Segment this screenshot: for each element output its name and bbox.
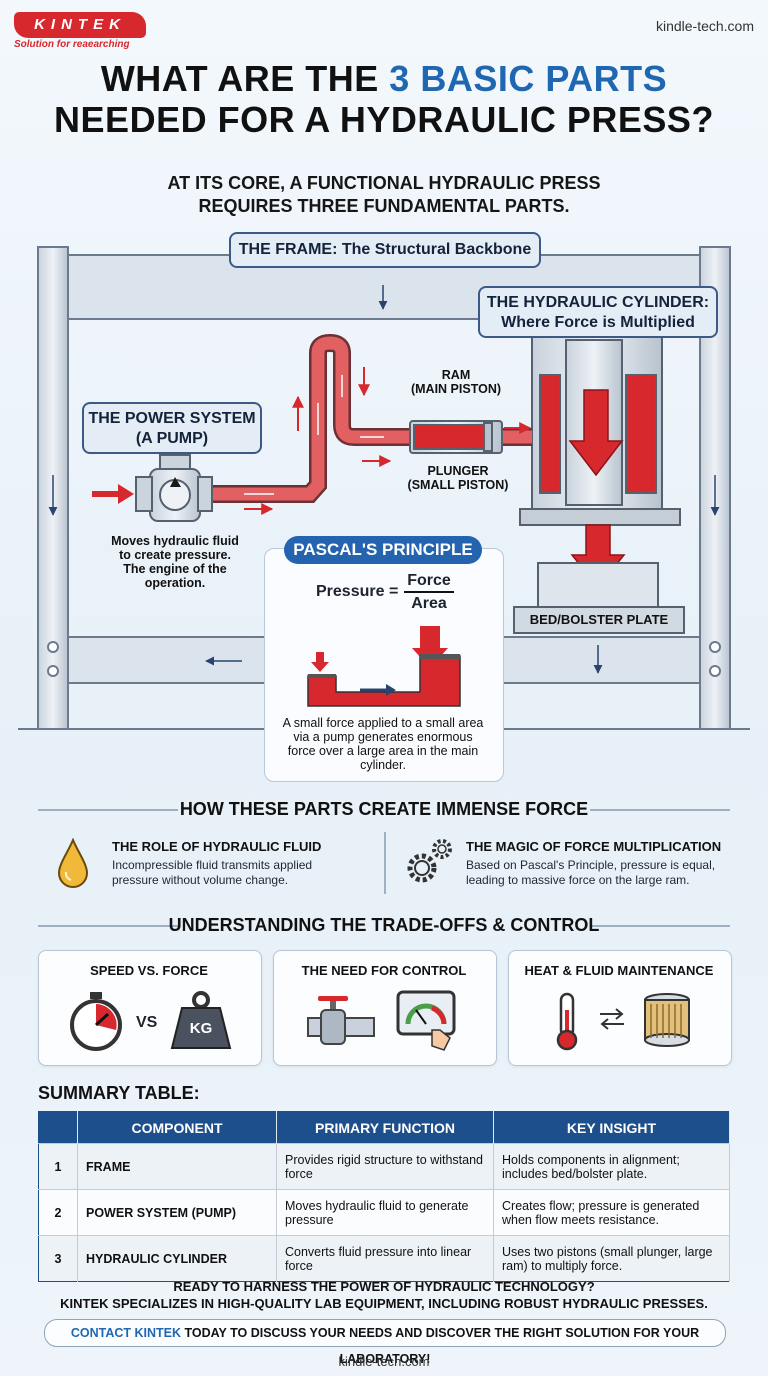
ram-label: RAM(MAIN PISTON) — [410, 368, 502, 396]
hydraulic-cylinder — [519, 336, 681, 526]
footer-cta-statement: KINTEK SPECIALIZES IN HIGH-QUALITY LAB E… — [60, 1296, 708, 1311]
valve-icon — [307, 996, 375, 1045]
formula-left: Pressure = — [316, 583, 399, 600]
force-multiplication-description: Based on Pascal's Principle, pressure is… — [466, 858, 716, 887]
website-link-top[interactable]: kindle-tech.com — [655, 18, 754, 34]
title-highlight: 3 BASIC PARTS — [389, 58, 668, 99]
exchange-arrows-icon — [600, 1008, 624, 1030]
vs-label: VS — [136, 1014, 158, 1031]
control-card — [273, 950, 497, 1066]
contact-button[interactable]: CONTACT KINTEK TODAY TO DISCUSS YOUR NEE… — [44, 1319, 726, 1366]
contact-highlight: CONTACT KINTEK — [70, 1326, 182, 1340]
pascal-title: PASCAL'S PRINCIPLE — [284, 536, 482, 564]
droplet-icon — [57, 838, 89, 888]
kintek-logo: KINTEK — [14, 12, 146, 38]
bed-plate-label: BED/BOLSTER PLATE — [529, 612, 669, 627]
weight-icon — [170, 991, 232, 1049]
fluid-filter-icon — [644, 993, 690, 1047]
plunger-label: PLUNGER(SMALL PISTON) — [407, 464, 509, 492]
column-header-function: PRIMARY FUNCTION — [276, 1111, 494, 1144]
table-row: 2 POWER SYSTEM (PUMP) Moves hydraulic fl… — [38, 1189, 730, 1236]
pump-icon — [92, 454, 213, 522]
table-row: 1 FRAME Provides rigid structure to with… — [38, 1143, 730, 1190]
force-multiplication-title: THE MAGIC OF FORCE MULTIPLICATION — [466, 839, 722, 854]
pressure-gauge-icon — [396, 990, 456, 1051]
pascal-principle-panel — [264, 548, 504, 782]
table-header-row: COMPONENT PRIMARY FUNCTION KEY INSIGHT — [38, 1111, 730, 1144]
bed-plate — [513, 562, 685, 634]
column-header-component: COMPONENT — [77, 1111, 277, 1144]
column-header-insight: KEY INSIGHT — [493, 1111, 730, 1144]
formula-numerator: Force — [404, 572, 454, 593]
logo-tagline: Solution for reaearching — [14, 39, 130, 50]
cylinder-label: THE HYDRAULIC CYLINDER:Where Force is Mu… — [478, 286, 718, 338]
subtitle: AT ITS CORE, A FUNCTIONAL HYDRAULIC PRES… — [167, 173, 601, 216]
fluid-role-title: THE ROLE OF HYDRAULIC FLUID — [112, 839, 322, 854]
frame-label: THE FRAME: The Structural Backbone — [229, 232, 541, 268]
summary-table: COMPONENT PRIMARY FUNCTION KEY INSIGHT 1… — [38, 1111, 730, 1282]
footer-cta-question: READY TO HARNESS THE POWER OF HYDRAULIC … — [173, 1279, 595, 1294]
heat-maintenance-card — [508, 950, 732, 1066]
tradeoffs-title: UNDERSTANDING THE TRADE-OFFS & CONTROL — [168, 915, 600, 935]
pascal-vessel-illustration — [307, 626, 461, 707]
website-link-bottom[interactable]: kindle-tech.com — [338, 1354, 430, 1369]
table-row: 3 HYDRAULIC CYLINDER Converts fluid pres… — [38, 1235, 730, 1282]
formula-denominator: Area — [411, 595, 447, 612]
summary-heading: SUMMARY TABLE: — [38, 1083, 200, 1103]
gears-icon — [407, 839, 452, 883]
speed-vs-force-title: SPEED VS. FORCE — [90, 963, 208, 978]
thermometer-icon — [556, 992, 578, 1051]
power-system-label: THE POWER SYSTEM(A PUMP) — [82, 402, 262, 454]
force-section-title: HOW THESE PARTS CREATE IMMENSE FORCE — [179, 799, 589, 819]
page-title: WHAT ARE THE 3 BASIC PARTS NEEDED FOR A … — [54, 58, 714, 140]
control-title: THE NEED FOR CONTROL — [301, 963, 467, 978]
heat-maintenance-title: HEAT & FLUID MAINTENANCE — [524, 963, 714, 978]
plunger-cylinder — [409, 420, 503, 454]
fluid-pipes — [200, 333, 532, 503]
stopwatch-icon — [70, 992, 122, 1051]
weight-label: KG — [189, 1020, 213, 1037]
